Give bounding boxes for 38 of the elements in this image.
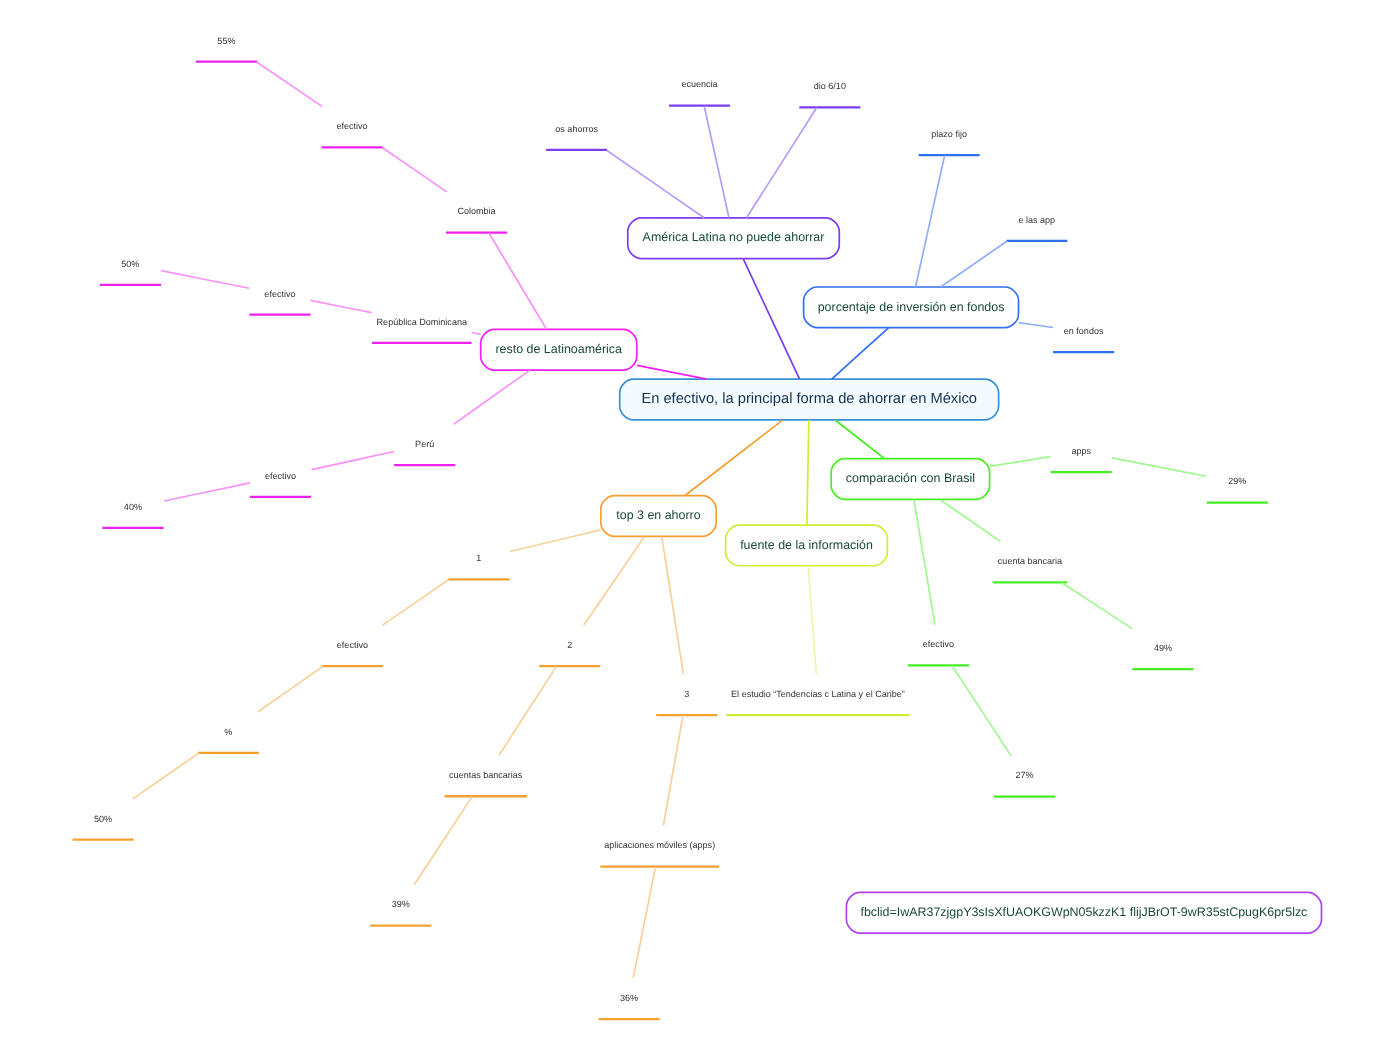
connector [938, 498, 1001, 543]
connector [631, 866, 656, 979]
connector [380, 578, 449, 627]
connector [162, 482, 250, 502]
connector [805, 419, 809, 526]
connector [912, 498, 935, 626]
connector [635, 364, 707, 380]
connector [487, 232, 547, 330]
connector [833, 419, 885, 460]
connector [254, 61, 322, 108]
connector [604, 149, 704, 219]
connector [913, 154, 945, 288]
connector [661, 714, 683, 827]
connector [412, 795, 473, 886]
connector [659, 535, 684, 675]
connector [950, 664, 1011, 757]
connector [130, 752, 199, 800]
connector [255, 665, 323, 713]
connector [508, 529, 601, 553]
connector [1110, 456, 1207, 478]
connector [829, 326, 889, 380]
connector [744, 106, 817, 219]
connector [1017, 321, 1053, 329]
connector [683, 419, 783, 497]
connector [806, 565, 817, 675]
connector [702, 105, 729, 219]
connector [469, 331, 481, 336]
connector [380, 146, 447, 193]
connector [159, 269, 250, 290]
connector [987, 455, 1051, 468]
connector [452, 369, 530, 425]
connector [1059, 581, 1132, 630]
connector [741, 258, 800, 380]
connector [581, 535, 645, 627]
connector [497, 665, 557, 757]
connector [308, 299, 372, 314]
connector [939, 240, 1008, 288]
connector [309, 450, 394, 471]
